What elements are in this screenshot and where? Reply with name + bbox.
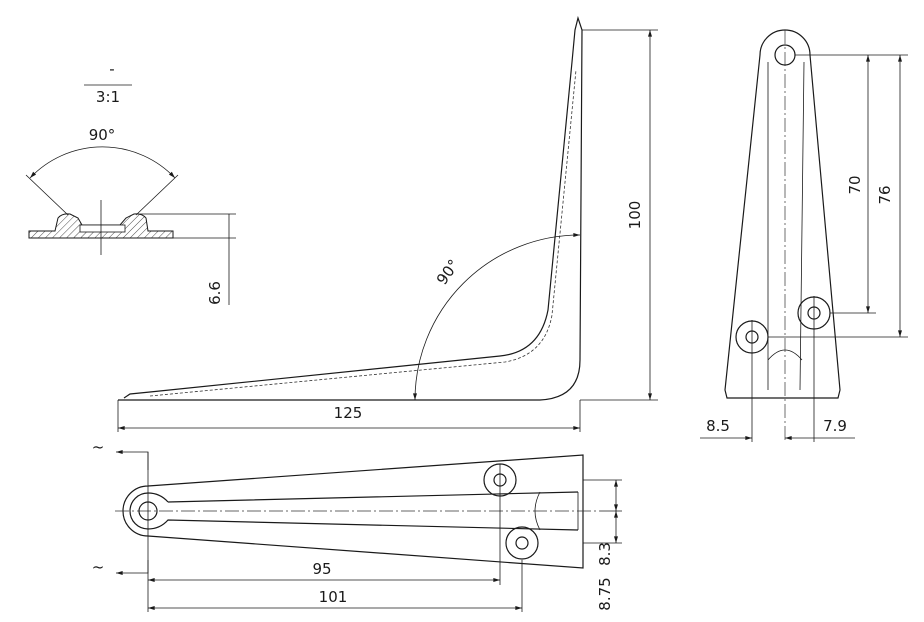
angle-arc <box>413 233 581 401</box>
hole-section <box>79 224 126 233</box>
section-arrow-top <box>116 450 149 470</box>
rib-lines <box>767 61 805 391</box>
bottom-dim-8.75: 8.75 <box>596 577 614 610</box>
bracket-side-outline <box>118 15 583 401</box>
side-view <box>117 15 658 432</box>
rib-outline <box>129 491 579 531</box>
front-dim-left: 8.5 <box>706 417 730 435</box>
detail-angle-label: 90° <box>89 126 116 144</box>
boss <box>505 526 539 560</box>
angle-leader <box>25 174 69 216</box>
bottom-dim-95: 95 <box>312 560 331 578</box>
side-length-label: 125 <box>334 404 363 422</box>
section-arrow-bottom <box>116 560 149 575</box>
front-view <box>700 29 908 442</box>
angle-leader <box>135 174 179 216</box>
section-mark: - <box>109 60 114 78</box>
side-angle-label: 90° <box>433 256 463 288</box>
detail-angle-arc <box>29 146 176 179</box>
front-dim-76: 76 <box>876 185 894 204</box>
detail-scale: 3:1 <box>96 88 120 106</box>
front-dim-right: 7.9 <box>823 417 847 435</box>
hole <box>515 536 529 550</box>
section-mark-top: ~ <box>92 438 105 456</box>
bottom-dim-8.3: 8.3 <box>596 542 614 566</box>
bracket-front-outline <box>724 29 841 399</box>
bottom-view <box>115 450 622 612</box>
bottom-dim-101: 101 <box>319 588 348 606</box>
side-height-label: 100 <box>626 201 644 230</box>
detail-view <box>25 84 236 305</box>
section-mark-bottom: ~ <box>92 558 105 576</box>
front-dim-70: 70 <box>846 175 864 194</box>
hidden-line <box>149 69 577 397</box>
detail-height-label: 6.6 <box>206 281 224 305</box>
